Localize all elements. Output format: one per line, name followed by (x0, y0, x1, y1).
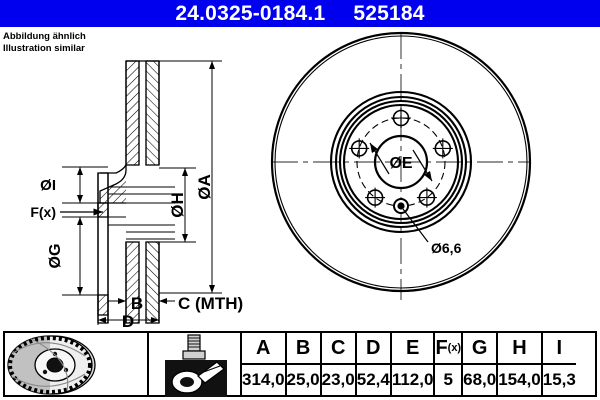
column-header: D (356, 333, 390, 365)
dimension-b (108, 295, 127, 311)
column-value: 52,4 (356, 370, 390, 389)
header-subscript: (x) (447, 342, 462, 354)
hub-rings (329, 90, 473, 234)
leader-small-hole (402, 208, 429, 243)
centerlines (272, 33, 530, 300)
bolt-hole (432, 138, 453, 159)
note-line-de: Abbildung ähnlich (3, 31, 86, 42)
dimension-dia-e (369, 142, 433, 182)
dimension-dia-h (159, 167, 196, 243)
dimension-d (97, 315, 159, 325)
table-column-h: H 154,0 (498, 333, 543, 395)
column-value: 154,0 (498, 370, 541, 389)
label-dia-a: ØA (195, 174, 214, 200)
column-header: I (542, 333, 576, 365)
product-image-cell (5, 333, 149, 395)
drawing-canvas: ØI ØG ØH ØA (30, 31, 532, 327)
column-value: 314,0 (242, 370, 285, 389)
header-text: F (435, 336, 448, 359)
illustration-note: Abbildung ähnlich Illustration similar (3, 31, 86, 54)
note-line-en: Illustration similar (3, 42, 85, 54)
header-text: C (330, 336, 346, 359)
bolt-hole (349, 138, 370, 159)
column-value: 112,0 (391, 370, 434, 389)
column-header: B (286, 333, 320, 365)
header-text: D (366, 336, 381, 359)
label-d: D (122, 312, 134, 327)
table-column-g: G 68,0 (463, 333, 499, 395)
dimension-dia-g (62, 216, 108, 296)
label-fx: F(x) (30, 204, 56, 220)
header-text: B (295, 336, 311, 359)
label-dia-e: ØE (389, 155, 412, 172)
table-column-b: B 25,0 (286, 333, 322, 395)
header-text: A (256, 336, 271, 359)
table-column-d: D 52,4 (356, 333, 392, 395)
disc-outer-circle-inner (274, 35, 528, 289)
header-text: G (471, 336, 488, 359)
reference-number: 525184 (353, 1, 425, 25)
vane-gap-lines (138, 61, 147, 165)
bolt-hole (416, 187, 437, 208)
label-c: C (MTH) (178, 294, 243, 313)
disc-outer-circle (270, 31, 532, 293)
front-view: ØE Ø6,6 (270, 31, 532, 300)
column-value: 23,0 (321, 370, 355, 389)
column-header: F(x) (435, 333, 462, 365)
disc-bell-transition (99, 164, 127, 204)
column-value: 15,3 (542, 370, 576, 389)
column-header: H (498, 333, 541, 365)
table-columns: A 314,0 B 25,0 C 23,0 D 52,4 E 112,0 F(x… (242, 333, 595, 395)
header-text: H (512, 336, 527, 359)
label-dia-g: ØG (47, 244, 64, 269)
column-header: G (463, 333, 497, 365)
bolt-hole (391, 108, 411, 128)
header-text: I (556, 336, 563, 359)
table-column-a: A 314,0 (242, 333, 287, 395)
table-column-fx: F(x) 5 (435, 333, 464, 395)
label-small-hole: Ø6,6 (431, 240, 462, 256)
header-bar: 24.0325-0184.1 525184 (0, 0, 600, 27)
table-column-e: E 112,0 (391, 333, 436, 395)
part-number: 24.0325-0184.1 (175, 1, 326, 25)
dimension-dia-a (159, 60, 222, 294)
internal-detail-lines (108, 186, 175, 226)
column-value: 25,0 (286, 370, 320, 389)
table-column-i: I 15,3 (542, 333, 576, 395)
bolt-icon (182, 334, 206, 360)
center-bore (373, 134, 429, 190)
header-text: E (405, 336, 420, 359)
friction-ring-lower (125, 241, 160, 324)
label-b: B (131, 294, 143, 313)
table-column-c: C 23,0 (321, 333, 357, 395)
locating-hole (393, 198, 409, 214)
caliper-icon (165, 360, 227, 397)
cross-section-view: ØI ØG ØH ØA (30, 60, 243, 327)
bolt-hole (365, 187, 386, 208)
label-dia-h: ØH (168, 192, 187, 218)
friction-ring-outer (125, 60, 160, 166)
specification-table: A 314,0 B 25,0 C 23,0 D 52,4 E 112,0 F(x… (3, 331, 597, 397)
column-header: E (391, 333, 434, 365)
brake-disc-photo (7, 335, 96, 395)
icon-cell (149, 333, 242, 397)
column-value: 5 (443, 370, 453, 389)
label-dia-i: ØI (40, 177, 56, 194)
column-header: A (242, 333, 285, 365)
dimension-dia-i (62, 166, 108, 204)
column-value: 68,0 (463, 370, 497, 389)
column-header: C (321, 333, 355, 365)
bolt-holes (349, 108, 453, 208)
